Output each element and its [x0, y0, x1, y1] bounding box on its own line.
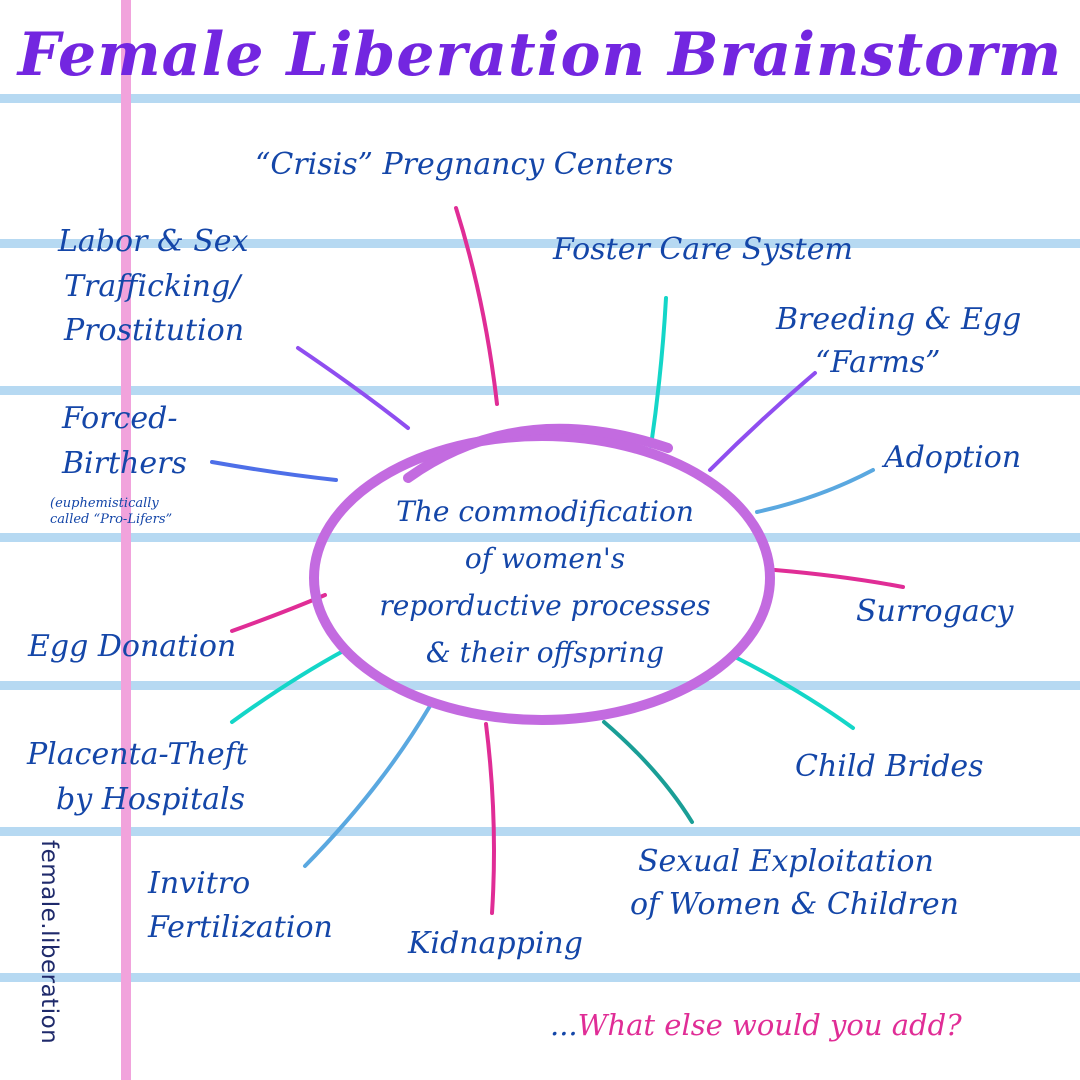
- topic-line: Fertilization: [148, 910, 333, 945]
- connector-surrogacy: [773, 568, 905, 589]
- topic-egg-donation: Egg Donation: [28, 629, 237, 664]
- notebook-rule: [0, 681, 1080, 690]
- connector-breeding: [708, 371, 817, 472]
- central-topic-line: The commodification: [396, 495, 694, 528]
- topic-line: Prostitution: [64, 313, 245, 348]
- topic-line: Invitro: [148, 866, 251, 901]
- connector-foster: [649, 296, 668, 448]
- account-watermark: female.liberation: [36, 840, 62, 1045]
- topic-child-brides: Child Brides: [795, 749, 984, 784]
- connector-egg-donation: [230, 593, 327, 633]
- notebook-rule: [0, 386, 1080, 395]
- central-topic: The commodification of women's reporduct…: [345, 488, 745, 676]
- topic-kidnapping: Kidnapping: [408, 926, 583, 961]
- topic-line: by Hospitals: [56, 782, 246, 817]
- page-title: Female Liberation Brainstorm: [17, 20, 1063, 90]
- notebook-rule: [0, 827, 1080, 836]
- topic-line: Birthers: [62, 446, 187, 481]
- central-topic-line: reporductive processes: [379, 589, 711, 622]
- topic-note: (euphemistically: [50, 496, 159, 511]
- connector-kidnapping: [484, 722, 496, 915]
- topic-line: Forced-: [62, 401, 178, 436]
- notebook-rule: [0, 239, 1080, 248]
- topic-line: Breeding & Egg: [776, 302, 1022, 337]
- notebook-rule: [0, 973, 1080, 982]
- topic-surrogacy: Surrogacy: [856, 594, 1014, 629]
- connector-forced: [210, 460, 338, 482]
- connector-child-brides: [735, 656, 855, 730]
- topic-crisis-pregnancy-centers: “Crisis” Pregnancy Centers: [255, 147, 674, 182]
- connector-ivf: [303, 704, 432, 868]
- central-topic-line: & their offspring: [425, 636, 665, 669]
- topic-note: called “Pro-Lifers”: [50, 512, 173, 527]
- notebook-rule: [0, 94, 1080, 103]
- topic-line: Placenta-Theft: [27, 737, 248, 772]
- topic-line: Trafficking/: [64, 269, 241, 304]
- topic-line: “Farms”: [815, 345, 941, 380]
- connector-crisis: [454, 206, 499, 406]
- topic-adoption: Adoption: [884, 440, 1022, 475]
- notebook-margin-line: [121, 0, 131, 1080]
- notebook-rule: [0, 533, 1080, 542]
- connector-sexual: [602, 720, 694, 824]
- topic-line: Sexual Exploitation: [638, 844, 934, 879]
- connector-placenta: [230, 648, 347, 724]
- center-ellipse-flourish: [403, 423, 673, 483]
- question-text: What else would you add?: [577, 1008, 962, 1042]
- connector-labor: [296, 346, 410, 430]
- central-topic-line: of women's: [464, 542, 626, 575]
- ellipsis: ...: [550, 1008, 578, 1042]
- closing-question: ...What else would you add?: [550, 1008, 962, 1042]
- topic-line: of Women & Children: [630, 887, 959, 922]
- topic-foster-care-system: Foster Care System: [553, 232, 853, 267]
- center-ellipse: [309, 431, 775, 725]
- connector-adoption: [755, 468, 875, 514]
- topic-line: Labor & Sex: [58, 224, 249, 259]
